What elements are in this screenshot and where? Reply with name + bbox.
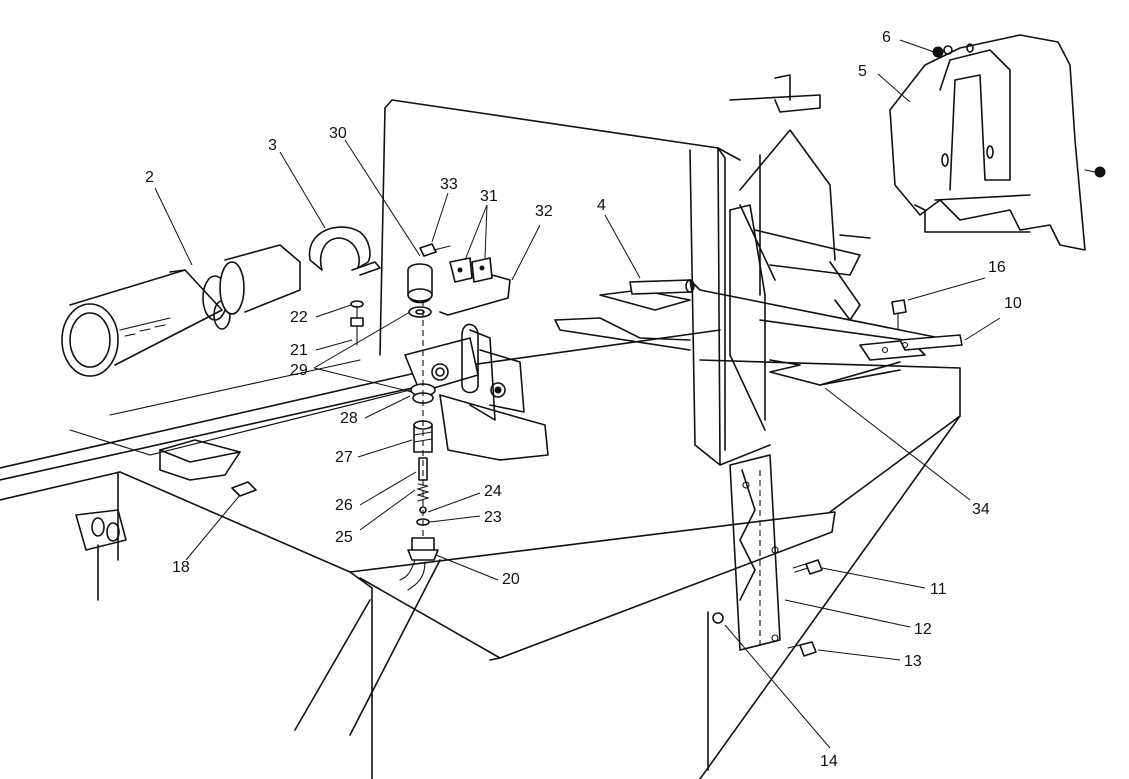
callout-30: 30 [329,125,347,142]
callout-23: 23 [484,509,502,526]
callout-27: 27 [335,449,353,466]
callout-28: 28 [340,410,358,427]
callout-4: 4 [597,197,606,214]
back-panel [379,74,951,466]
callout-5: 5 [858,63,867,80]
callout-14: 14 [820,753,838,770]
callout-31: 31 [480,188,498,205]
callout-32: 32 [535,203,553,220]
callout-6: 6 [882,29,891,46]
filter-assembly [61,226,381,377]
side-plates [599,279,963,651]
center-parts [350,243,549,591]
callout-21: 21 [290,342,308,359]
callout-34: 34 [972,501,990,518]
callout-33: 33 [440,176,458,193]
callout-labels: 2 3 30 33 31 32 4 6 5 16 10 22 21 29 28 … [145,29,1022,770]
callout-24: 24 [484,483,502,500]
callout-18: 18 [172,559,190,576]
guard-cover [839,34,1106,251]
callout-11: 11 [930,581,947,598]
callout-16: 16 [988,259,1006,276]
bolts [712,299,907,657]
leader-lines [154,39,1001,749]
machine-body [0,329,961,779]
callout-12: 12 [914,621,932,638]
callout-25: 25 [335,529,353,546]
callout-3: 3 [268,137,277,154]
callout-29: 29 [290,362,308,379]
callout-2: 2 [145,169,154,186]
callout-22: 22 [290,309,308,326]
callout-10: 10 [1004,295,1022,312]
callout-13: 13 [904,653,922,670]
callout-26: 26 [335,497,353,514]
callout-20: 20 [502,571,520,588]
